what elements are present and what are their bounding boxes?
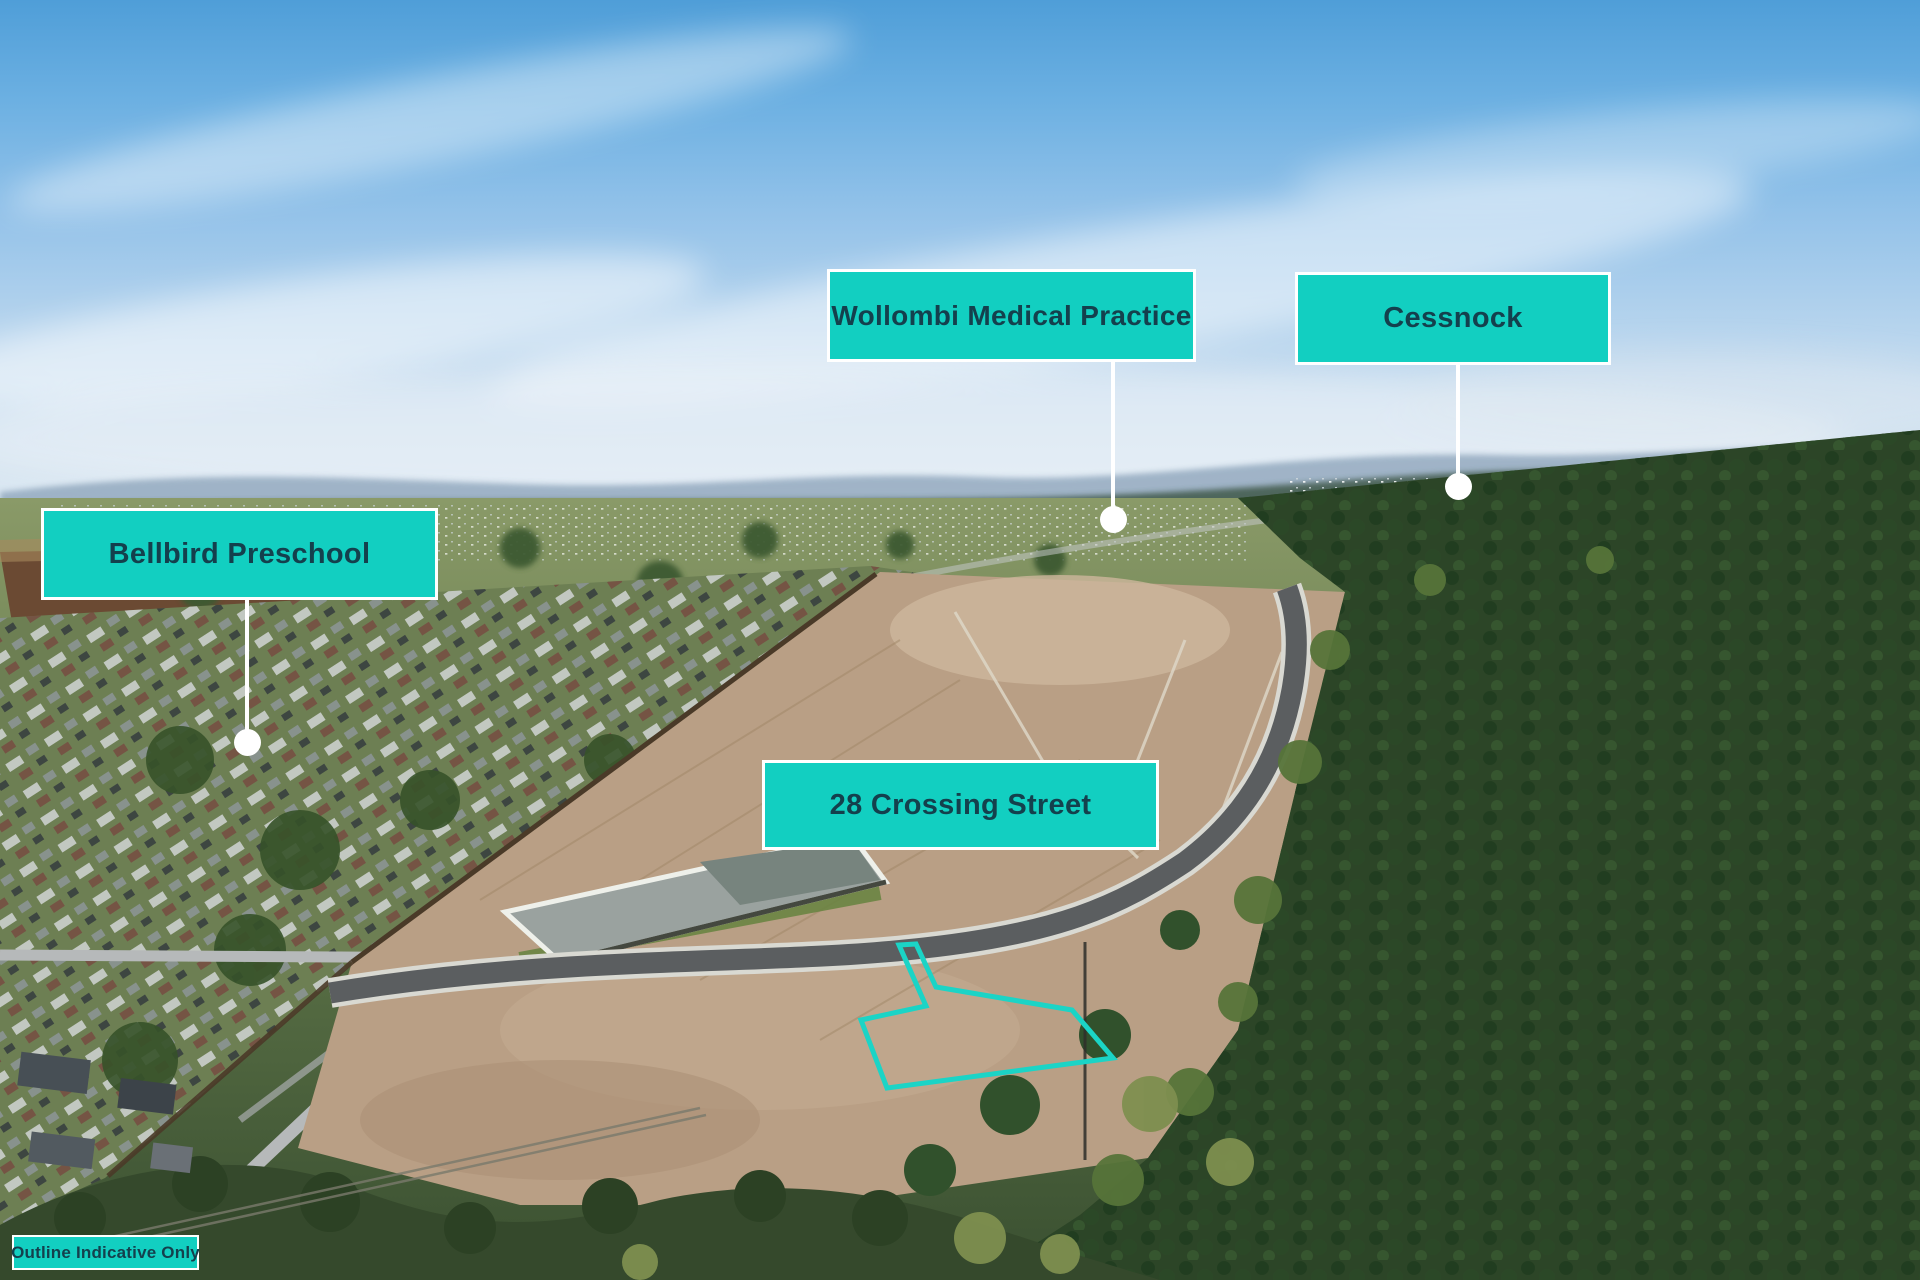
- crossing-street-road: [327, 582, 1312, 1008]
- disclaimer-badge: Outline Indicative Only: [11, 1235, 200, 1270]
- label-bellbird-preschool: Bellbird Preschool: [41, 508, 438, 600]
- label-wollombi-medical-practice: Wollombi Medical Practice: [827, 269, 1196, 362]
- label-cessnock: Cessnock: [1295, 272, 1611, 365]
- location-dot-wollombi: [1100, 506, 1127, 533]
- leader-line-cessnock: [1456, 363, 1460, 478]
- location-dot-cessnock: [1445, 473, 1472, 500]
- label-property-address: 28 Crossing Street: [762, 760, 1159, 850]
- leader-line-bellbird: [245, 598, 249, 734]
- location-dot-bellbird: [234, 729, 261, 756]
- bottom-left-houses: [17, 1051, 194, 1174]
- leader-line-wollombi: [1111, 360, 1115, 510]
- property-outline: [857, 941, 1118, 1091]
- forest: [904, 430, 1920, 1280]
- retention-basin: [499, 833, 891, 968]
- railway: [69, 1106, 707, 1255]
